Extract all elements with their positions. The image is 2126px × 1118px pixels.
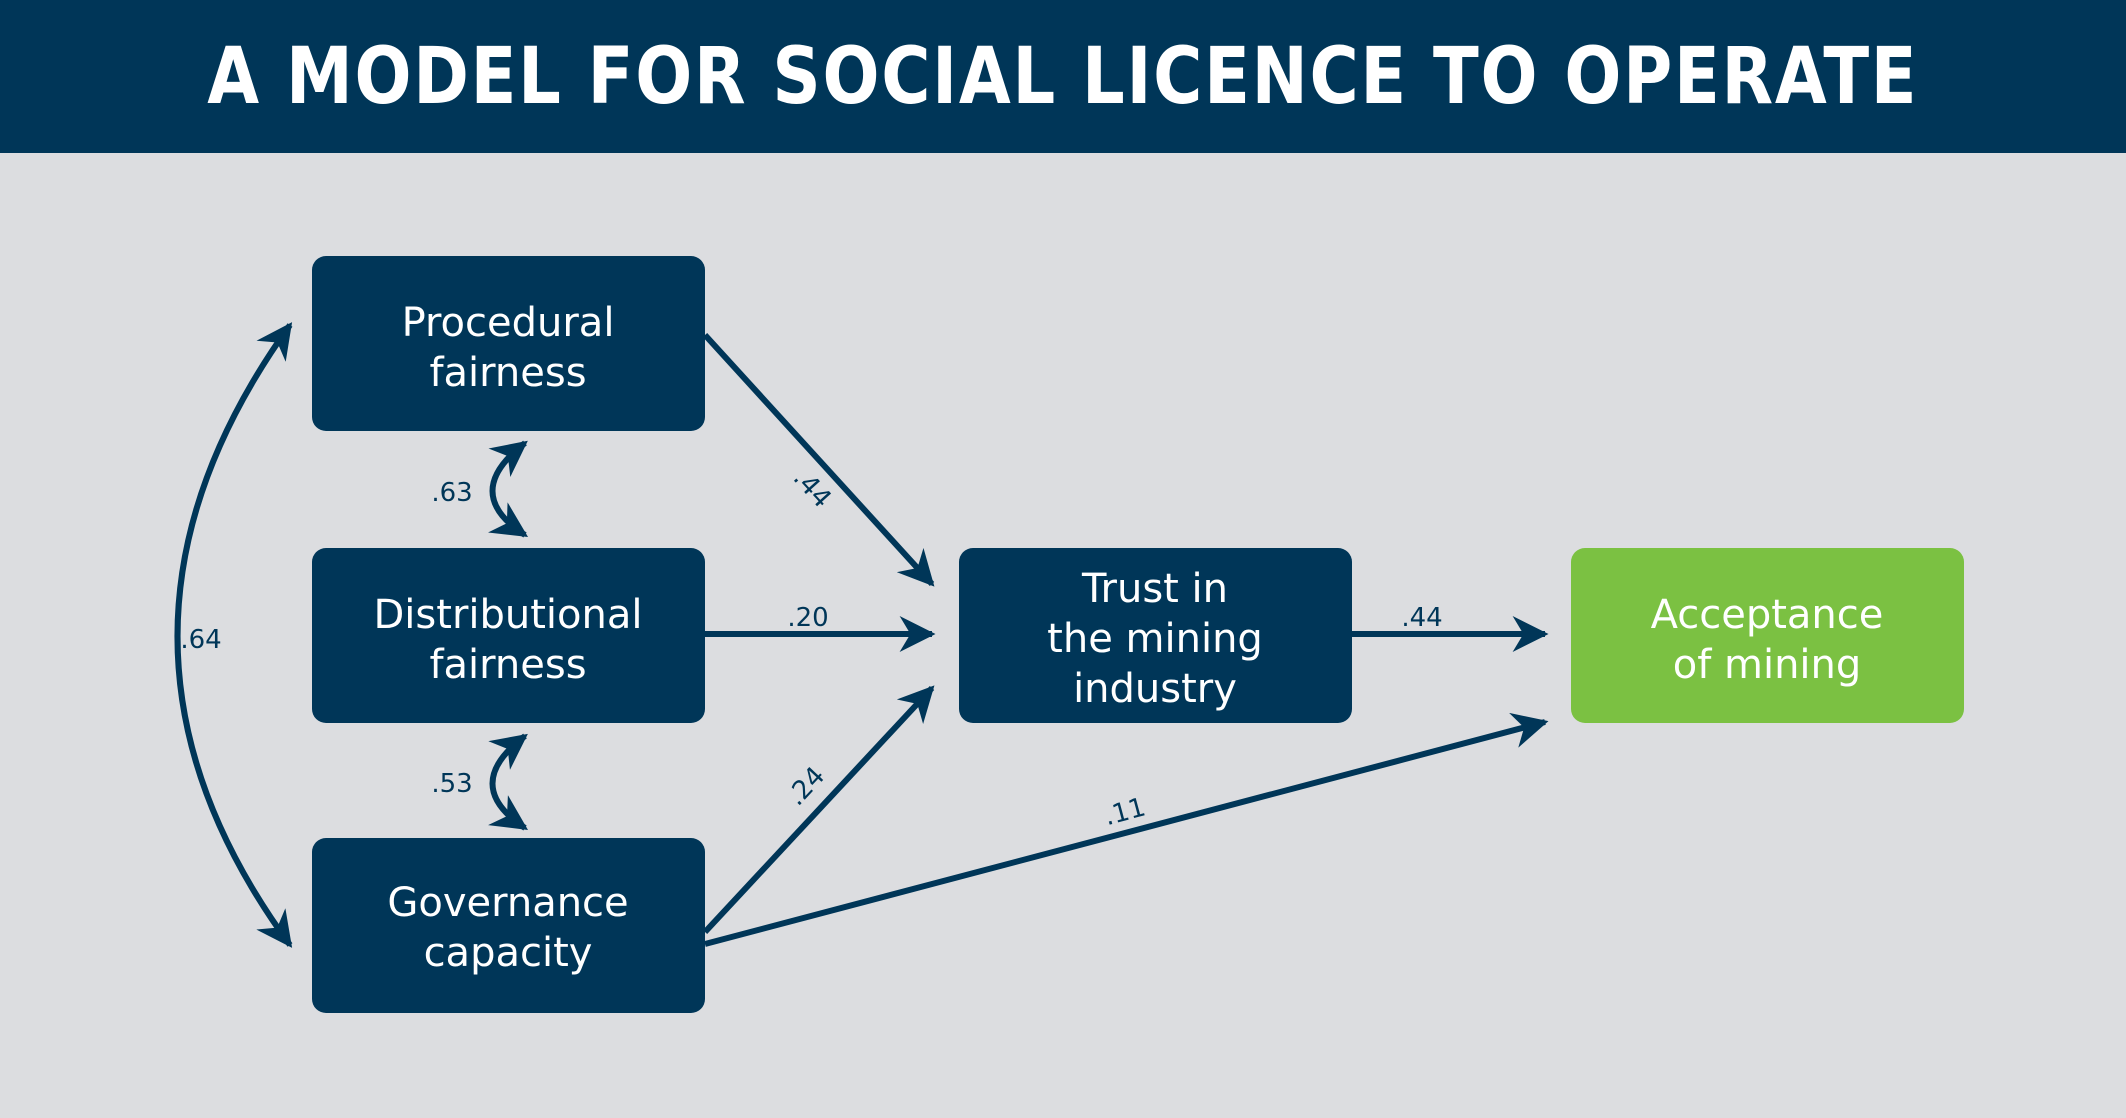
coef-procedural-distributional: .63 [431, 478, 472, 508]
title-banner: A MODEL FOR SOCIAL LICENCE TO OPERATE [0, 0, 2126, 153]
node-distributional-fairness: Distributional fairness [312, 548, 705, 723]
node-label: Distributional [374, 592, 643, 638]
coef-distributional-governance: .53 [431, 769, 472, 799]
edge-governance-acceptance [704, 712, 1549, 947]
node-label: fairness [429, 642, 586, 688]
correlation-arc-procedural-distributional [488, 440, 529, 538]
node-trust: Trust in the mining industry [959, 548, 1352, 723]
correlation-arc-procedural-governance [174, 322, 293, 948]
node-label: Procedural [402, 300, 615, 346]
correlation-arc-distributional-governance [488, 733, 529, 831]
node-label: Trust in [1081, 566, 1228, 612]
node-label: of mining [1673, 642, 1862, 688]
node-label: Governance [387, 880, 628, 926]
coef-trust-acceptance: .44 [1401, 603, 1442, 633]
node-label: capacity [424, 930, 593, 976]
coef-procedural-governance: .64 [180, 625, 221, 655]
node-label: fairness [429, 350, 586, 396]
edge-procedural-trust [702, 332, 935, 587]
node-procedural-fairness: Procedural fairness [312, 256, 705, 431]
coef-distributional-trust: .20 [787, 603, 828, 633]
page-title: A MODEL FOR SOCIAL LICENCE TO OPERATE [207, 31, 1919, 122]
node-governance-capacity: Governance capacity [312, 838, 705, 1013]
node-label: the mining [1047, 616, 1263, 662]
node-label: Acceptance [1651, 592, 1884, 638]
edge-governance-trust [702, 685, 935, 935]
node-acceptance: Acceptance of mining [1571, 548, 1964, 723]
node-label: industry [1073, 666, 1237, 712]
